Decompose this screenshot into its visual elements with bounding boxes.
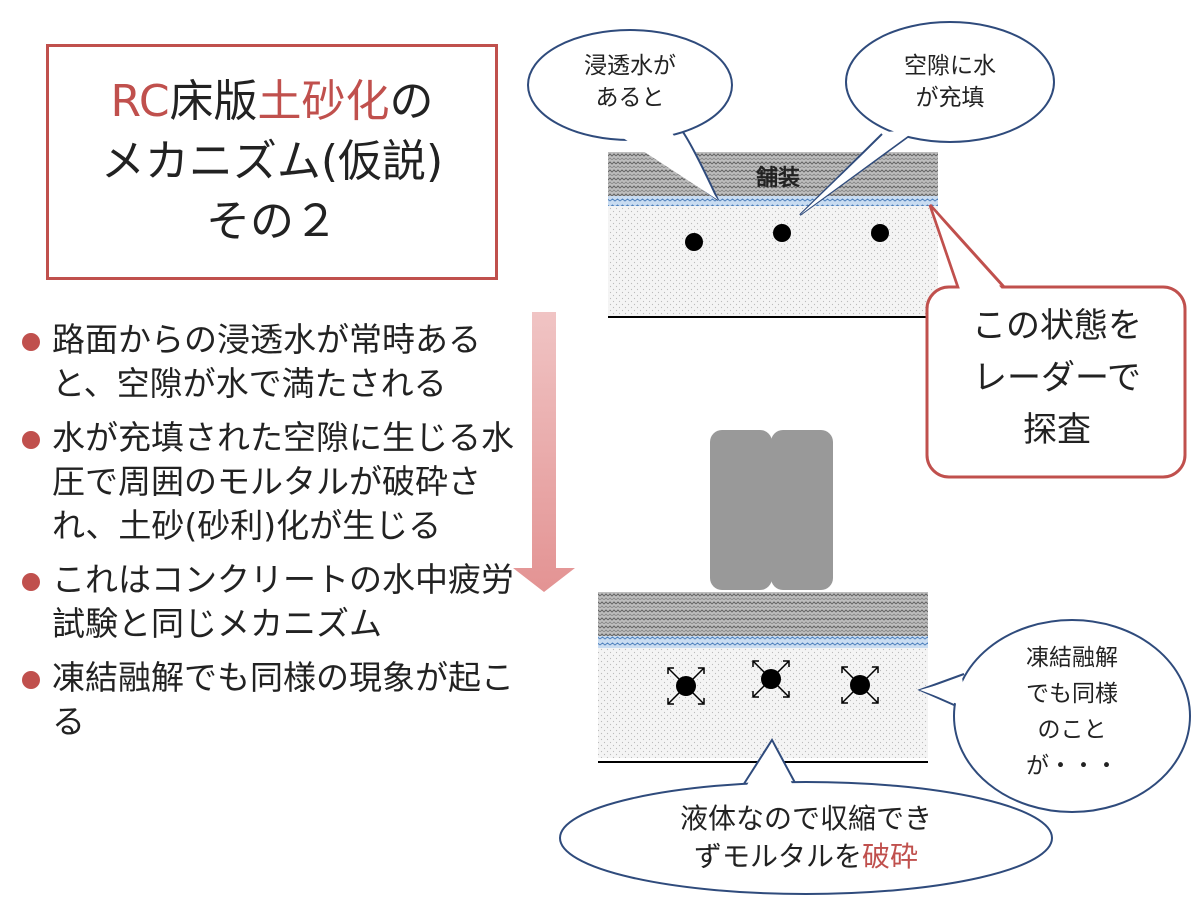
title-line-2: メカニズム(仮説) xyxy=(100,136,444,187)
bullet-dot-icon xyxy=(22,671,40,689)
title-rc: RC xyxy=(110,76,170,127)
title-box: RC床版土砂化の メカニズム(仮説) その２ xyxy=(46,44,498,280)
bullet-list: 路面からの浸透水が常時あると、空隙が水で満たされる 水が充填された空隙に生じる水… xyxy=(22,318,522,754)
top-concrete-layer xyxy=(608,206,938,316)
title-slab: 床版 xyxy=(169,76,258,127)
title-no: の xyxy=(389,76,434,127)
bullet-item: 凍結融解でも同様の現象が起こる xyxy=(22,656,522,744)
bubble-void-fill-text: 空隙に水 が充填 xyxy=(904,53,996,111)
bullet-dot-icon xyxy=(22,573,40,591)
top-water-layer xyxy=(608,196,938,206)
bubble-bottom xyxy=(559,738,1053,895)
title-line-1: RC床版土砂化の xyxy=(110,72,433,132)
void-dot xyxy=(871,224,889,242)
callout-radar-text: この状態を レーダーで 探査 xyxy=(972,306,1142,450)
bullet-item: 路面からの浸透水が常時あると、空隙が水で満たされる xyxy=(22,318,522,406)
bottom-pavement-layer xyxy=(598,592,928,636)
top-slab-section xyxy=(608,152,938,318)
bubble-bottom-line-1: 液体なので収縮でき xyxy=(679,802,932,835)
void-dot xyxy=(773,224,791,242)
down-arrow-icon xyxy=(513,312,575,592)
bubble-freeze xyxy=(917,619,1191,813)
bubble-freeze-text: 凍結融解 でも同様 のこと が・・・ xyxy=(1026,645,1118,779)
pressure-void-icon xyxy=(841,666,879,704)
bottom-water-layer xyxy=(598,636,928,648)
bullet-dot-icon xyxy=(22,333,40,351)
bullet-item: 水が充填された空隙に生じる水圧で周囲のモルタルが破砕され、土砂(砂利)化が生じる xyxy=(22,416,522,548)
bubble-bottom-line-2: ずモルタルを破砕 xyxy=(693,840,919,873)
pressure-void-icon xyxy=(752,660,790,698)
pavement-label: 舗装 xyxy=(755,166,800,191)
bubble-bottom-crush: 破砕 xyxy=(862,840,919,873)
bubble-bottom-text: 液体なので収縮でき ずモルタルを破砕 xyxy=(600,800,1012,876)
bullet-item: これはコンクリートの水中疲労試験と同じメカニズム xyxy=(22,558,522,646)
bottom-slab-section xyxy=(598,592,928,763)
callout-radar xyxy=(925,203,1187,479)
title-soil: 土砂化 xyxy=(257,76,390,127)
tire-icon xyxy=(710,430,833,590)
bubble-seepage xyxy=(527,29,733,201)
pressure-void-icon xyxy=(667,667,705,705)
bubble-void-fill xyxy=(799,21,1055,216)
title-line-3: その２ xyxy=(206,196,338,247)
bubble-seepage-text: 浸透水が あると xyxy=(584,53,676,111)
bullet-dot-icon xyxy=(22,431,40,449)
void-dot xyxy=(685,233,703,251)
